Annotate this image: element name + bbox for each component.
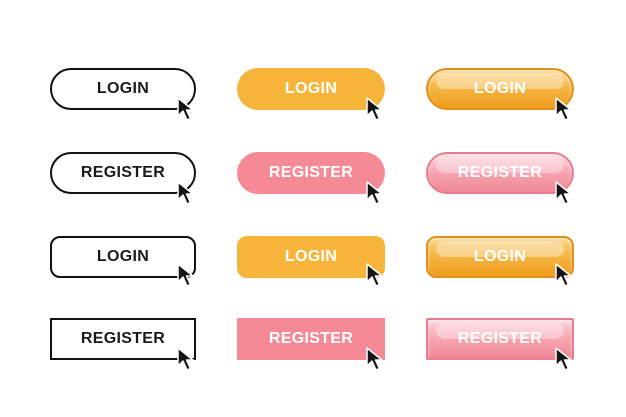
login-button-flat-rounded[interactable]: LOGIN bbox=[237, 236, 385, 278]
login-label: LOGIN bbox=[473, 248, 527, 265]
login-button-glossy-pill[interactable]: LOGIN bbox=[426, 68, 574, 110]
login-button-outline-rounded[interactable]: LOGIN bbox=[50, 236, 196, 278]
login-label: LOGIN bbox=[284, 248, 338, 265]
register-label: REGISTER bbox=[457, 330, 543, 347]
arrow-cursor-icon bbox=[555, 97, 572, 121]
login-label: LOGIN bbox=[96, 248, 150, 265]
register-button-flat-pill[interactable]: REGISTER bbox=[237, 152, 385, 194]
register-button-glossy-rect[interactable]: REGISTER bbox=[426, 318, 574, 360]
arrow-cursor-icon bbox=[177, 263, 194, 287]
arrow-cursor-icon bbox=[177, 347, 194, 371]
arrow-cursor-icon bbox=[366, 263, 383, 287]
register-button-flat-rect[interactable]: REGISTER bbox=[237, 318, 385, 360]
register-button-glossy-pill[interactable]: REGISTER bbox=[426, 152, 574, 194]
login-label: LOGIN bbox=[96, 80, 150, 97]
register-label: REGISTER bbox=[80, 330, 166, 347]
login-label: LOGIN bbox=[473, 80, 527, 97]
arrow-cursor-icon bbox=[366, 347, 383, 371]
arrow-cursor-icon bbox=[366, 181, 383, 205]
login-button-glossy-rounded[interactable]: LOGIN bbox=[426, 236, 574, 278]
register-label: REGISTER bbox=[80, 164, 166, 181]
register-label: REGISTER bbox=[457, 164, 543, 181]
arrow-cursor-icon bbox=[555, 347, 572, 371]
login-button-outline-pill[interactable]: LOGIN bbox=[50, 68, 196, 110]
register-label: REGISTER bbox=[268, 330, 354, 347]
login-button-flat-pill[interactable]: LOGIN bbox=[237, 68, 385, 110]
arrow-cursor-icon bbox=[177, 181, 194, 205]
login-label: LOGIN bbox=[284, 80, 338, 97]
register-button-outline-rect[interactable]: REGISTER bbox=[50, 318, 196, 360]
register-button-outline-pill[interactable]: REGISTER bbox=[50, 152, 196, 194]
register-label: REGISTER bbox=[268, 164, 354, 181]
arrow-cursor-icon bbox=[555, 181, 572, 205]
arrow-cursor-icon bbox=[366, 97, 383, 121]
arrow-cursor-icon bbox=[177, 97, 194, 121]
arrow-cursor-icon bbox=[555, 263, 572, 287]
